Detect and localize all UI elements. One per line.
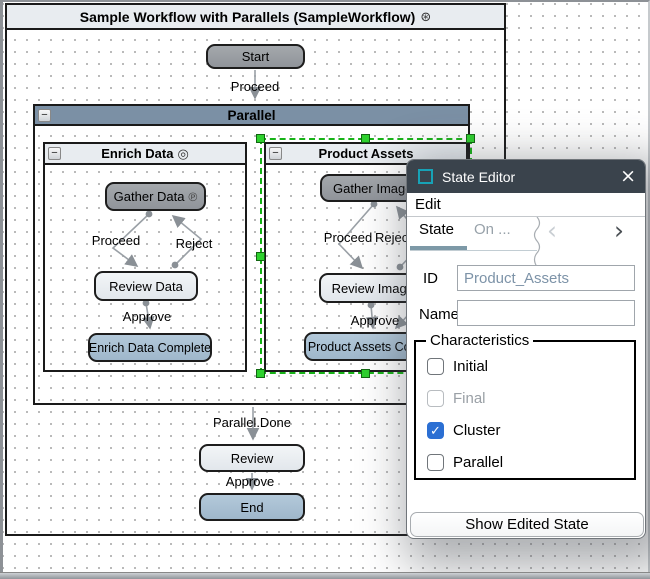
dialog-menubar: Edit — [407, 193, 645, 217]
characteristics-legend: Characteristics — [426, 332, 534, 349]
workflow-properties-icon: ⊛ — [420, 8, 432, 24]
gather-data-label: Gather Data — [113, 189, 185, 204]
product-collapse-button[interactable]: − — [269, 147, 282, 160]
checkbox-cluster[interactable]: ✓ Cluster — [427, 422, 501, 439]
id-label: ID — [423, 270, 438, 287]
characteristics-group: Characteristics Initial Final ✓ Cluster … — [414, 332, 636, 480]
transition-label-enrich-approve: Approve — [122, 309, 172, 324]
enrich-properties-icon: ◎ — [177, 145, 189, 161]
transition-label-enrich-reject: Reject — [175, 236, 213, 251]
state-node-enrich-complete[interactable]: Enrich Data Complete — [88, 333, 212, 362]
show-edited-state-button[interactable]: Show Edited State — [410, 512, 644, 537]
workflow-title-bar: Sample Workflow with Parallels (SampleWo… — [7, 5, 504, 30]
gather-data-icon: ℗ — [188, 189, 198, 204]
state-node-end[interactable]: End — [199, 493, 305, 521]
selection-handle-ne[interactable] — [466, 134, 475, 143]
enrich-data-title: Enrich Data — [101, 146, 174, 161]
id-field[interactable] — [457, 265, 635, 291]
checkbox-final: Final — [427, 390, 486, 407]
end-label: End — [240, 499, 264, 515]
tab-torn-edge — [533, 217, 541, 267]
close-icon[interactable]: × — [620, 165, 636, 187]
parallel-collapse-button[interactable]: − — [38, 109, 51, 122]
dialog-app-icon — [418, 169, 433, 184]
selection-handle-n[interactable] — [361, 134, 370, 143]
selection-handle-nw[interactable] — [256, 134, 265, 143]
enrich-data-box[interactable]: Enrich Data ◎ − — [43, 142, 247, 372]
initial-checkbox-icon[interactable] — [427, 358, 444, 375]
parallel-title: Parallel — [227, 107, 276, 123]
parallel-cluster[interactable]: Parallel − — [33, 104, 470, 405]
workflow-title: Sample Workflow with Parallels (SampleWo… — [79, 8, 416, 25]
workflow-container[interactable]: Sample Workflow with Parallels (SampleWo… — [5, 3, 506, 536]
state-node-review-data[interactable]: Review Data — [94, 271, 198, 301]
tab-baseline — [410, 250, 537, 251]
transition-label-enrich-proceed: Proceed — [91, 233, 141, 248]
product-assets-title: Product Assets — [318, 146, 414, 161]
enrich-data-header: Enrich Data ◎ — [45, 144, 245, 165]
transition-label-product-approve: Approve — [350, 313, 400, 328]
tab-on[interactable]: On ... — [474, 221, 511, 238]
parallel-checkbox-icon[interactable] — [427, 454, 444, 471]
selection-handle-sw[interactable] — [256, 369, 265, 378]
cluster-checkbox-icon[interactable]: ✓ — [427, 422, 444, 439]
state-node-review[interactable]: Review — [199, 444, 305, 472]
final-checkbox-icon — [427, 390, 444, 407]
state-editor-dialog[interactable]: State Editor × Edit State On ... ‹ › ID … — [406, 159, 646, 539]
transition-label-parallel-done: Parallel.Done — [212, 415, 292, 430]
transition-label-proceed-top: Proceed — [230, 79, 280, 94]
window-bottom-edge — [0, 572, 650, 579]
review-data-label: Review Data — [109, 278, 183, 294]
dialog-title-bar[interactable]: State Editor × — [407, 160, 645, 193]
start-label: Start — [241, 49, 270, 64]
enrich-complete-label: Enrich Data Complete — [88, 340, 212, 355]
name-field[interactable] — [457, 300, 635, 326]
tab-scroll-prev-icon[interactable]: ‹ — [547, 216, 557, 245]
review-images-label: Review Images — [331, 280, 421, 296]
parallel-header: Parallel — [35, 106, 468, 126]
state-node-start[interactable]: Start — [206, 44, 305, 69]
tab-scroll-next-icon[interactable]: › — [614, 216, 624, 245]
name-label: Name — [419, 306, 460, 323]
enrich-collapse-button[interactable]: − — [48, 147, 61, 160]
selection-handle-w[interactable] — [256, 252, 265, 261]
checkbox-parallel[interactable]: Parallel — [427, 454, 503, 471]
transition-label-product-proceed: Proceed — [323, 230, 373, 245]
transition-label-approve-bottom: Approve — [225, 474, 275, 489]
checkbox-initial[interactable]: Initial — [427, 358, 488, 375]
dialog-title: State Editor — [442, 168, 516, 185]
selection-handle-s[interactable] — [361, 369, 370, 378]
gather-images-label: Gather Images — [333, 180, 419, 196]
state-node-gather-data[interactable]: Gather Data ℗ — [105, 182, 206, 211]
menu-edit[interactable]: Edit — [415, 196, 441, 213]
tab-state[interactable]: State — [419, 221, 455, 238]
review-label: Review — [230, 450, 274, 466]
tab-active-indicator — [410, 246, 467, 251]
